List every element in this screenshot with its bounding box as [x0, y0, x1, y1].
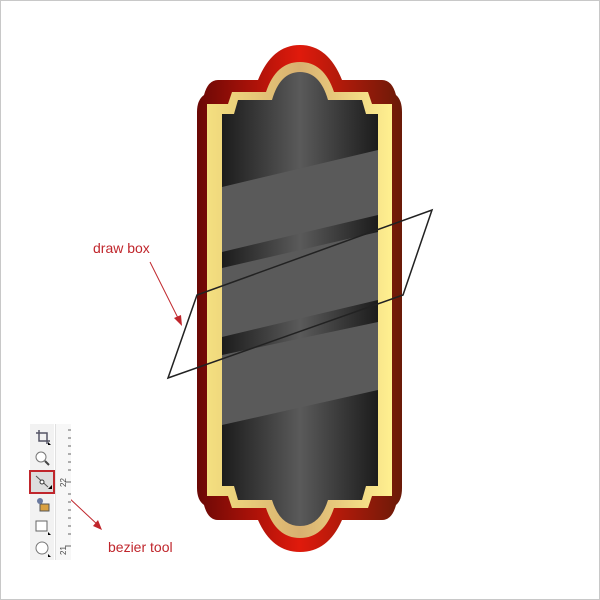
zoom-tool-button[interactable]: [34, 450, 52, 468]
vertical-ruler[interactable]: 22 21: [55, 424, 71, 560]
draw-box-arrow: [149, 261, 181, 323]
draw-box-shape[interactable]: [166, 208, 434, 380]
stripe-band: [222, 232, 378, 337]
bezier-icon: [35, 475, 52, 489]
bezier-tool-button[interactable]: [29, 470, 55, 494]
ruler-ticks: [65, 429, 71, 547]
draw-box-label: draw box: [93, 240, 150, 256]
ellipse-tool-button[interactable]: [34, 540, 52, 558]
arrowhead: [174, 315, 182, 326]
ellipse-icon: [35, 541, 51, 557]
crop-icon: [36, 430, 51, 445]
zoom-icon: [35, 451, 50, 466]
stripe-band: [222, 322, 378, 425]
ruler-label: 21: [58, 546, 68, 555]
smart-fill-icon: [37, 498, 50, 512]
smart-fill-tool-button[interactable]: [34, 496, 52, 514]
rectangle-icon: [35, 520, 51, 535]
crop-tool-button[interactable]: [34, 428, 52, 446]
toolbox: [29, 424, 55, 560]
arrowhead: [93, 520, 102, 530]
rectangle-tool-button[interactable]: [34, 518, 52, 536]
banner-frame: [197, 45, 402, 552]
stripe-band: [222, 150, 378, 252]
bezier-tool-label: bezier tool: [108, 539, 173, 555]
ruler-label: 22: [58, 478, 68, 487]
